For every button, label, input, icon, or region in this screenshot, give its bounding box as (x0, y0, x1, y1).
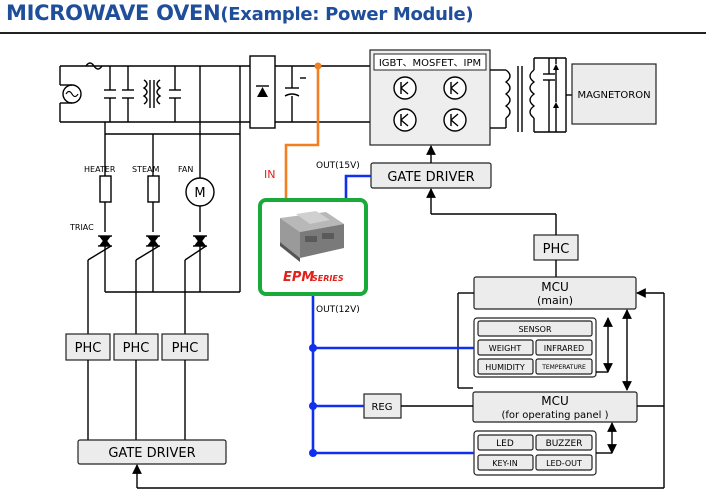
output-power-lines: OUT(15V) OUT(12V) (309, 161, 474, 457)
triac-icons (98, 235, 207, 247)
motor-label: M (194, 186, 205, 201)
magnetron-block (571, 63, 657, 125)
mcu-panel-sublabel: (for operating panel ) (501, 410, 608, 421)
junction-dot-2 (309, 402, 317, 410)
junction-dot-3 (309, 449, 317, 457)
infrared-label: INFRARED (544, 344, 584, 353)
voltage-doubler-icon (543, 58, 559, 132)
key-in-block (477, 454, 534, 471)
epm-series-label: SERIES (312, 274, 344, 283)
mcu-panel-label: MCU (541, 394, 569, 408)
led-block (477, 434, 534, 451)
reg-label: REG (371, 402, 392, 413)
infrared-block (535, 339, 593, 356)
mains-input-section (59, 55, 370, 185)
bottom-driver-section: PHC PHC PHC GATE DRIVER (65, 333, 227, 465)
page-title: MICROWAVE OVEN(Example: Power Module) (6, 1, 474, 25)
phc-top-block (533, 234, 579, 261)
epm-module: EPM SERIES (258, 198, 368, 296)
heater-resistor-icon (99, 175, 112, 203)
steam-label: STEAM (132, 165, 159, 174)
phc-label-3: PHC (172, 341, 199, 356)
title-main: MICROWAVE OVEN (6, 1, 221, 25)
operating-panel-section: MCU (for operating panel ) REG (363, 391, 638, 423)
led-label: LED (496, 439, 514, 449)
phc-label-2: PHC (123, 341, 150, 356)
junction-dot-1 (309, 344, 317, 352)
led-out-label: LED-OUT (546, 459, 582, 468)
indicator-group: LED BUZZER KEY-IN LED-OUT (473, 430, 597, 476)
mcu-main-label: MCU (541, 280, 569, 294)
weight-block (477, 339, 534, 356)
phc-label-1: PHC (75, 341, 102, 356)
gate-driver-top-label: GATE DRIVER (387, 170, 474, 185)
mcu-main-sublabel: (main) (537, 294, 573, 307)
input-power-line: IN (264, 66, 320, 200)
fuse-icon (85, 62, 103, 70)
title-subtitle: (Example: Power Module) (220, 4, 474, 25)
gate-driver-bottom-label: GATE DRIVER (108, 446, 195, 461)
igbt-label: IGBT、MOSFET、IPM (379, 58, 481, 69)
key-in-label: KEY-IN (492, 459, 517, 468)
title-underline (0, 32, 706, 34)
title-bar: MICROWAVE OVEN(Example: Power Module) (0, 0, 706, 34)
triac-label: TRIAC (69, 223, 94, 232)
weight-label: WEIGHT (489, 344, 522, 353)
transformer-icon (504, 66, 536, 132)
phc-top-label: PHC (543, 242, 570, 257)
signal-arrows (132, 288, 665, 489)
loads-section: M HEATER STEAM FAN TRIAC (69, 134, 241, 334)
led-out-block (535, 454, 593, 471)
sensor-group: SENSOR WEIGHT INFRARED HUMIDITY TEMPERAT… (473, 317, 597, 378)
phc-block-2 (113, 333, 159, 361)
out12-label: OUT(12V) (316, 305, 360, 315)
humidity-label: HUMIDITY (485, 363, 525, 372)
mcu-panel-block (472, 391, 638, 423)
temperature-label: TEMPERATURE (541, 364, 586, 371)
sensor-label: SENSOR (518, 325, 551, 334)
humidity-block (477, 358, 534, 375)
temperature-block (535, 358, 593, 375)
fan-label: FAN (178, 165, 193, 174)
buzzer-block (535, 434, 593, 451)
sensor-block (477, 320, 593, 337)
control-top-section: GATE DRIVER PHC MCU (main) (370, 145, 637, 310)
buzzer-label: BUZZER (546, 439, 583, 449)
phc-block-3 (161, 333, 209, 361)
epm-label: EPM (283, 270, 314, 285)
common-mode-choke-icon (142, 79, 162, 108)
gate-driver-bottom-block (77, 439, 227, 465)
in-label: IN (264, 168, 275, 181)
inverter-section: IGBT、MOSFET、IPM (369, 49, 657, 146)
heater-label: HEATER (84, 165, 116, 174)
steam-resistor-icon (147, 175, 160, 203)
dc-bus-capacitor-icon (284, 66, 306, 122)
bridge-rectifier-icon (249, 55, 276, 129)
fan-motor-icon (185, 177, 215, 207)
out15-label: OUT(15V) (316, 161, 360, 171)
magnetron-label: MAGNETORON (577, 90, 650, 101)
transistor-icons (393, 76, 467, 132)
power-module-image (280, 211, 344, 262)
